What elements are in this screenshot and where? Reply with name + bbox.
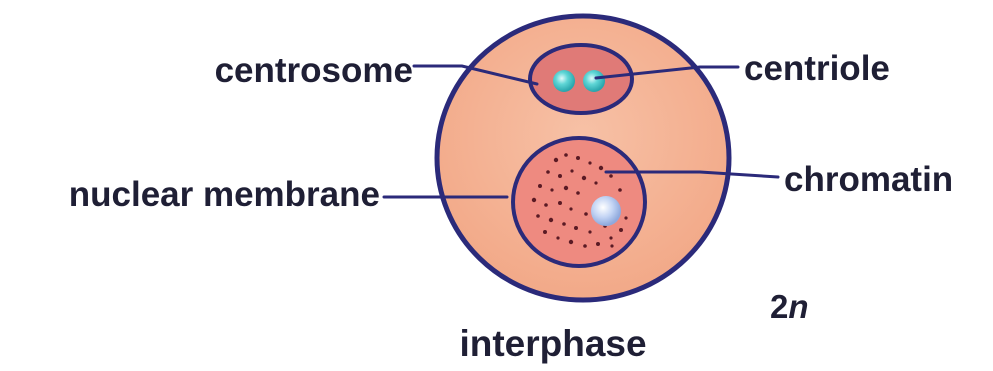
- stage-label: interphase: [459, 323, 646, 364]
- centriole-left: [553, 70, 575, 92]
- ploidy-label: 2n: [770, 288, 809, 325]
- chromatin-label: chromatin: [784, 160, 953, 199]
- centrosome: [530, 45, 632, 113]
- ploidy-letter: n: [788, 288, 808, 325]
- nuclear-membrane-label: nuclear membrane: [69, 175, 380, 214]
- centriole-label: centriole: [744, 49, 890, 88]
- ploidy-number: 2: [770, 288, 788, 325]
- nucleolus: [591, 196, 621, 226]
- centrosome-label: centrosome: [215, 51, 413, 90]
- centriole-right: [583, 70, 605, 92]
